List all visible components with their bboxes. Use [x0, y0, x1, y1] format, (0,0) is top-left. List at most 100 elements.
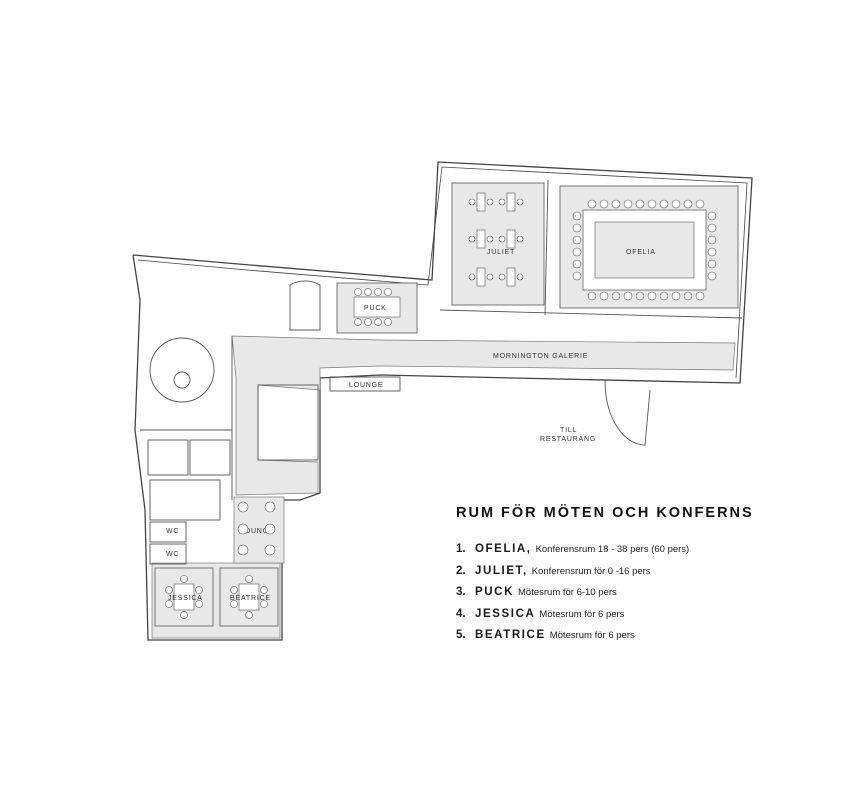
room-description: Mötesrum för 6-10 pers [518, 587, 617, 598]
chair-icon [647, 291, 657, 301]
chair-icon [707, 235, 717, 245]
chair-icon [364, 318, 372, 326]
chair-icon [245, 575, 253, 583]
chair-icon [659, 291, 669, 301]
chair-icon [611, 291, 621, 301]
room-item-juliet: 2. JULIET, Konferensrum för 0 -16 pers [456, 565, 816, 587]
room-description: Konferensrum 18 - 38 pers (60 pers) [535, 544, 690, 555]
chair-icon [230, 586, 238, 594]
chair-icon [587, 199, 597, 209]
chair-icon [707, 259, 717, 269]
room-number: 2. [456, 564, 466, 577]
room-item-ofelia: 1. OFELIA, Konferensrum 18 - 38 pers (60… [456, 543, 816, 565]
chair-icon [195, 600, 203, 608]
room-list: 1. OFELIA, Konferensrum 18 - 38 pers (60… [456, 543, 816, 651]
chair-icon [671, 199, 681, 209]
chair-icon [623, 199, 633, 209]
chair-icon [364, 288, 372, 296]
chair-icon [516, 235, 524, 243]
label-wc-1: WC [166, 528, 179, 535]
chair-icon [572, 271, 582, 281]
chair-icon [572, 247, 582, 257]
label-restaurang: RESTAURANG [540, 436, 596, 443]
room-number: 4. [456, 607, 466, 620]
room-number: 5. [456, 629, 466, 641]
room-item-jessica: 4. JESSICA Mötesrum för 6 pers [456, 608, 816, 630]
chair-icon [384, 288, 392, 296]
chair-icon [374, 318, 382, 326]
label-puck: PUCK [364, 305, 387, 312]
label-till: TILL [560, 427, 577, 434]
chair-icon [572, 259, 582, 269]
room-description: Mötesrum för 6 pers [539, 608, 625, 620]
chair-icon [635, 291, 645, 301]
room-number: 1. [456, 543, 466, 555]
chair-icon [354, 318, 362, 326]
chair-icon [486, 235, 494, 243]
chair-icon [707, 211, 717, 221]
chair-icon [165, 586, 173, 594]
label-ofelia: OFELIA [626, 249, 656, 256]
chair-icon [671, 291, 681, 301]
chair-icon [260, 586, 268, 594]
label-mornington: MORNINGTON GALERIE [493, 353, 588, 360]
chair-icon [707, 223, 717, 233]
chair-icon [659, 199, 669, 209]
chair-icon [486, 273, 494, 281]
chair-icon [195, 586, 203, 594]
chair-icon [599, 291, 609, 301]
chair-icon [516, 198, 524, 206]
room-name: PUCK [475, 586, 514, 598]
chair-icon [498, 235, 506, 243]
room-name: JULIET, [475, 564, 528, 577]
room-name: JESSICA [475, 607, 536, 620]
room-description: Konferensrum för 0 -16 pers [531, 565, 651, 577]
label-lounge-top: LOUNGE [349, 382, 383, 389]
chair-icon [572, 235, 582, 245]
chair-icon [516, 273, 524, 281]
chair-icon [611, 199, 621, 209]
chair-icon [468, 235, 476, 243]
chair-icon [237, 501, 249, 513]
chair-icon [647, 199, 657, 209]
chair-icon [264, 501, 276, 513]
chair-icon [683, 291, 693, 301]
chair-icon [260, 600, 268, 608]
chair-icon [695, 199, 705, 209]
chair-icon [165, 600, 173, 608]
label-beatrice: BEATRICE [230, 595, 271, 602]
chair-icon [587, 291, 597, 301]
chair-icon [486, 198, 494, 206]
chair-icon [354, 288, 362, 296]
chair-icon [599, 199, 609, 209]
label-jessica: JESSICA [168, 595, 203, 602]
chair-icon [384, 318, 392, 326]
room-number: 3. [456, 586, 466, 598]
room-item-puck: 3. PUCK Mötesrum för 6-10 pers [456, 586, 816, 608]
room-name: OFELIA, [475, 543, 532, 555]
chair-icon [180, 575, 188, 583]
chair-icon [374, 288, 382, 296]
chair-icon [572, 211, 582, 221]
chair-icon [237, 523, 249, 535]
chair-icon [623, 291, 633, 301]
label-wc-2: WC [166, 551, 179, 558]
room-juliet [451, 182, 545, 306]
room-description: Mötesrum för 6 pers [549, 630, 635, 641]
chair-icon [498, 198, 506, 206]
chair-icon [237, 544, 249, 556]
chair-icon [468, 273, 476, 281]
label-lounge-left: LOUNGE [240, 528, 274, 535]
room-item-beatrice: 5. BEATRICE Mötesrum för 6 pers [456, 629, 816, 651]
chair-icon [707, 271, 717, 281]
chair-icon [498, 273, 506, 281]
chair-icon [707, 247, 717, 257]
chair-icon [468, 198, 476, 206]
chair-icon [245, 611, 253, 619]
label-juliet: JULIET [487, 249, 515, 256]
chair-icon [572, 223, 582, 233]
legend-title: RUM FÖR MÖTEN OCH KONFERNS [456, 505, 754, 521]
outer-walls [132, 161, 753, 641]
chair-icon [683, 199, 693, 209]
